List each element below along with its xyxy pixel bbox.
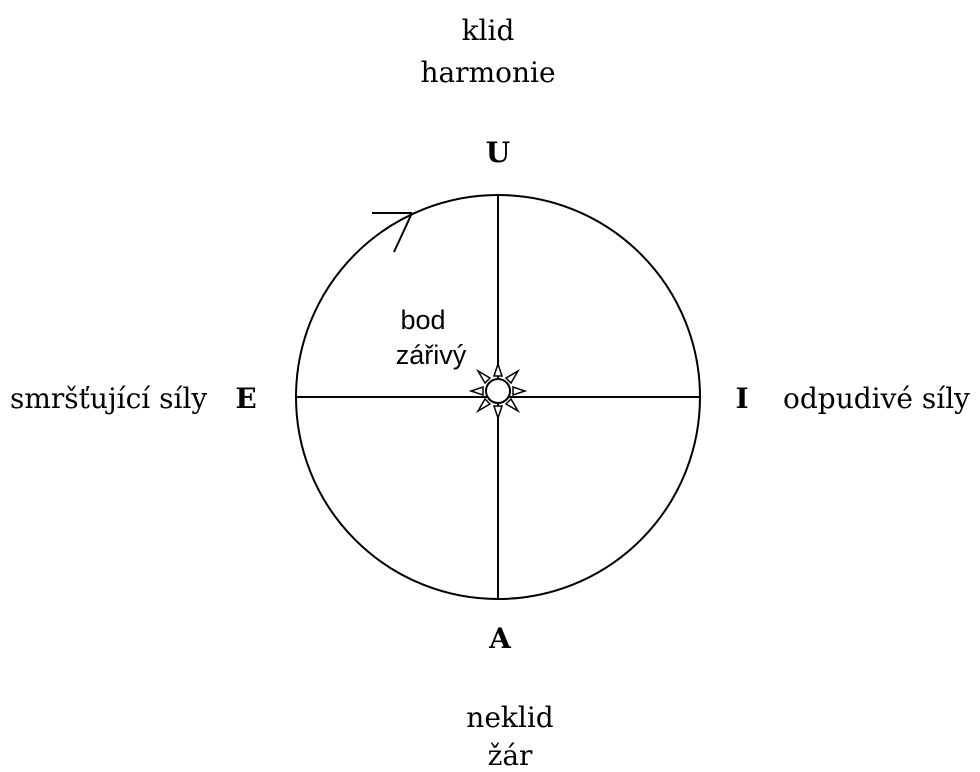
center-label-bod: bod xyxy=(400,305,445,335)
top-label-harmonie: harmonie xyxy=(420,56,555,89)
pole-label-i: I xyxy=(735,382,748,415)
center-label-zarivy: zářivý xyxy=(396,340,467,370)
left-label-smrstujici-sily: smršťující síly xyxy=(10,382,207,415)
direction-arrow-icon xyxy=(372,212,413,253)
pole-label-u: U xyxy=(486,136,510,169)
pole-label-a: A xyxy=(488,622,512,655)
sun-icon xyxy=(468,361,528,421)
pole-label-e: E xyxy=(235,382,256,415)
top-label-klid: klid xyxy=(462,14,515,47)
right-label-odpudive-sily: odpudivé síly xyxy=(783,382,970,415)
bottom-label-neklid: neklid xyxy=(466,701,553,734)
bottom-label-zar: žár xyxy=(488,739,533,772)
